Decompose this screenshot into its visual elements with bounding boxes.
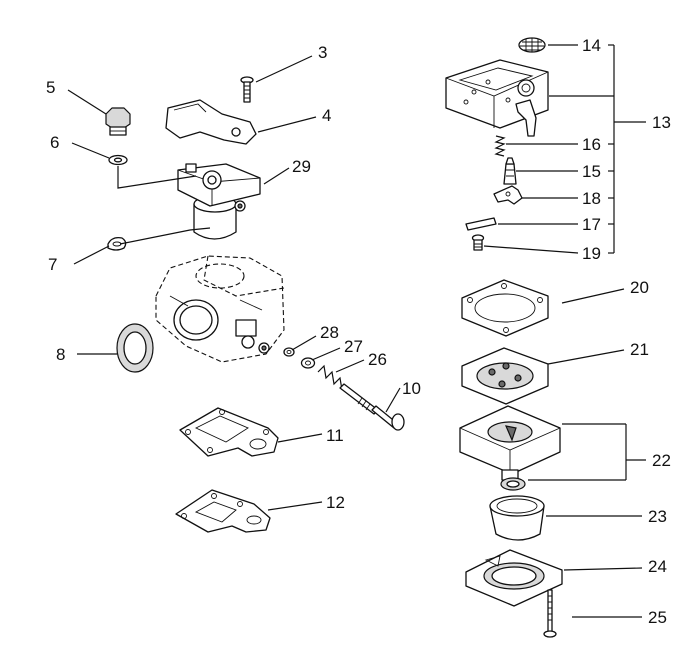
callout-labels: 3 4 5 6 7 8 10 11 12 13 14 15 16 17 18 1… xyxy=(46,36,671,627)
part-17-pin xyxy=(465,217,497,231)
part-18-control-lever xyxy=(493,185,523,205)
callout-27: 27 xyxy=(344,337,363,356)
part-16-spring xyxy=(494,135,506,157)
part-12-diaphragm xyxy=(175,489,271,533)
callout-19: 19 xyxy=(582,244,601,263)
part-29-pump-body xyxy=(177,163,261,240)
part-10-needle xyxy=(339,383,405,431)
part-8-seal xyxy=(116,323,154,373)
callout-3: 3 xyxy=(318,43,327,62)
callout-16: 16 xyxy=(582,135,601,154)
leader-lines xyxy=(67,44,646,618)
part-5-plug xyxy=(105,107,131,136)
part-23-primer-bulb xyxy=(489,495,545,541)
carburetor-body xyxy=(155,255,285,363)
callout-23: 23 xyxy=(648,507,667,526)
callout-13: 13 xyxy=(652,113,671,132)
part-22-pump-cover xyxy=(459,405,561,481)
callout-28: 28 xyxy=(320,323,339,342)
callout-15: 15 xyxy=(582,162,601,181)
callout-10: 10 xyxy=(402,379,421,398)
callout-26: 26 xyxy=(368,350,387,369)
callout-20: 20 xyxy=(630,278,649,297)
part-28-o-ring xyxy=(283,347,295,357)
callout-4: 4 xyxy=(322,106,331,125)
part-19-screw xyxy=(471,234,485,251)
callout-25: 25 xyxy=(648,608,667,627)
part-15-inlet-needle xyxy=(503,157,517,185)
callout-12: 12 xyxy=(326,493,345,512)
part-21-metering-diaphragm xyxy=(461,347,549,405)
part-22-check-valve xyxy=(500,477,526,491)
callout-11: 11 xyxy=(326,426,344,445)
callout-24: 24 xyxy=(648,557,667,576)
callout-29: 29 xyxy=(292,157,311,176)
part-3-screw xyxy=(240,76,254,103)
callout-18: 18 xyxy=(582,189,601,208)
callout-21: 21 xyxy=(630,340,649,359)
callout-22: 22 xyxy=(652,451,671,470)
callout-8: 8 xyxy=(56,345,65,364)
part-11-gasket xyxy=(179,407,279,457)
callout-7: 7 xyxy=(48,255,57,274)
part-25-screw xyxy=(543,589,557,638)
callout-17: 17 xyxy=(582,215,601,234)
part-27-washer xyxy=(300,357,316,369)
part-24-retainer xyxy=(465,549,563,607)
callout-5: 5 xyxy=(46,78,55,97)
part-26-spring xyxy=(317,364,343,391)
callout-14: 14 xyxy=(582,36,601,55)
callout-6: 6 xyxy=(50,133,59,152)
part-14-filter-screen xyxy=(518,37,546,53)
part-6-washer xyxy=(108,154,128,166)
part-13-cover-body xyxy=(445,59,549,137)
part-20-gasket xyxy=(461,279,549,337)
part-4-bracket xyxy=(165,99,257,145)
